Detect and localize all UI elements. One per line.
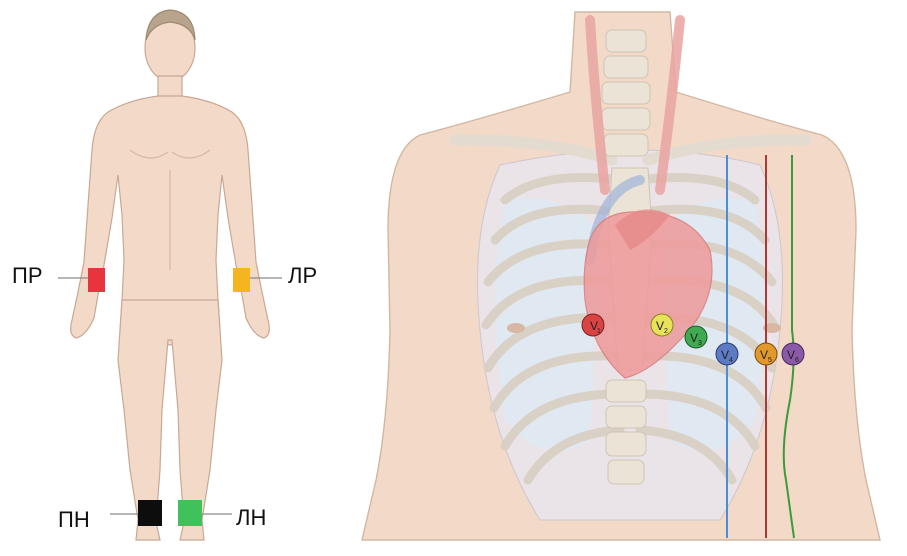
svg-text:1: 1: [597, 328, 601, 335]
electrode-v2: V 2: [651, 314, 673, 336]
electrode-v3-label: V: [690, 331, 698, 345]
chest-illustration: [362, 12, 880, 540]
electrode-v6-label: V: [787, 348, 795, 362]
electrode-v5: V 5: [755, 343, 777, 365]
left-arm-electrode: [233, 268, 250, 292]
right-leg-label: ПН: [58, 509, 90, 531]
svg-text:2: 2: [664, 328, 668, 335]
electrode-v5-label: V: [760, 348, 768, 362]
electrode-v3: V 3: [685, 326, 707, 348]
electrode-v4-label: V: [721, 348, 729, 362]
left-arm-label: ЛР: [288, 265, 317, 287]
electrode-v1: V 1: [582, 314, 604, 336]
right-arm-electrode: [88, 268, 105, 292]
electrode-v4: V 4: [716, 343, 738, 365]
right-arm-label: ПР: [12, 265, 43, 287]
left-leg-label: ЛН: [236, 507, 266, 529]
svg-text:3: 3: [698, 340, 702, 347]
right-leg-electrode: [138, 500, 162, 526]
svg-text:4: 4: [729, 357, 733, 364]
left-leg-electrode: [178, 500, 202, 526]
electrode-v2-label: V: [656, 319, 664, 333]
electrode-v6: V 6: [782, 343, 804, 365]
svg-text:5: 5: [768, 357, 772, 364]
svg-text:6: 6: [795, 357, 799, 364]
